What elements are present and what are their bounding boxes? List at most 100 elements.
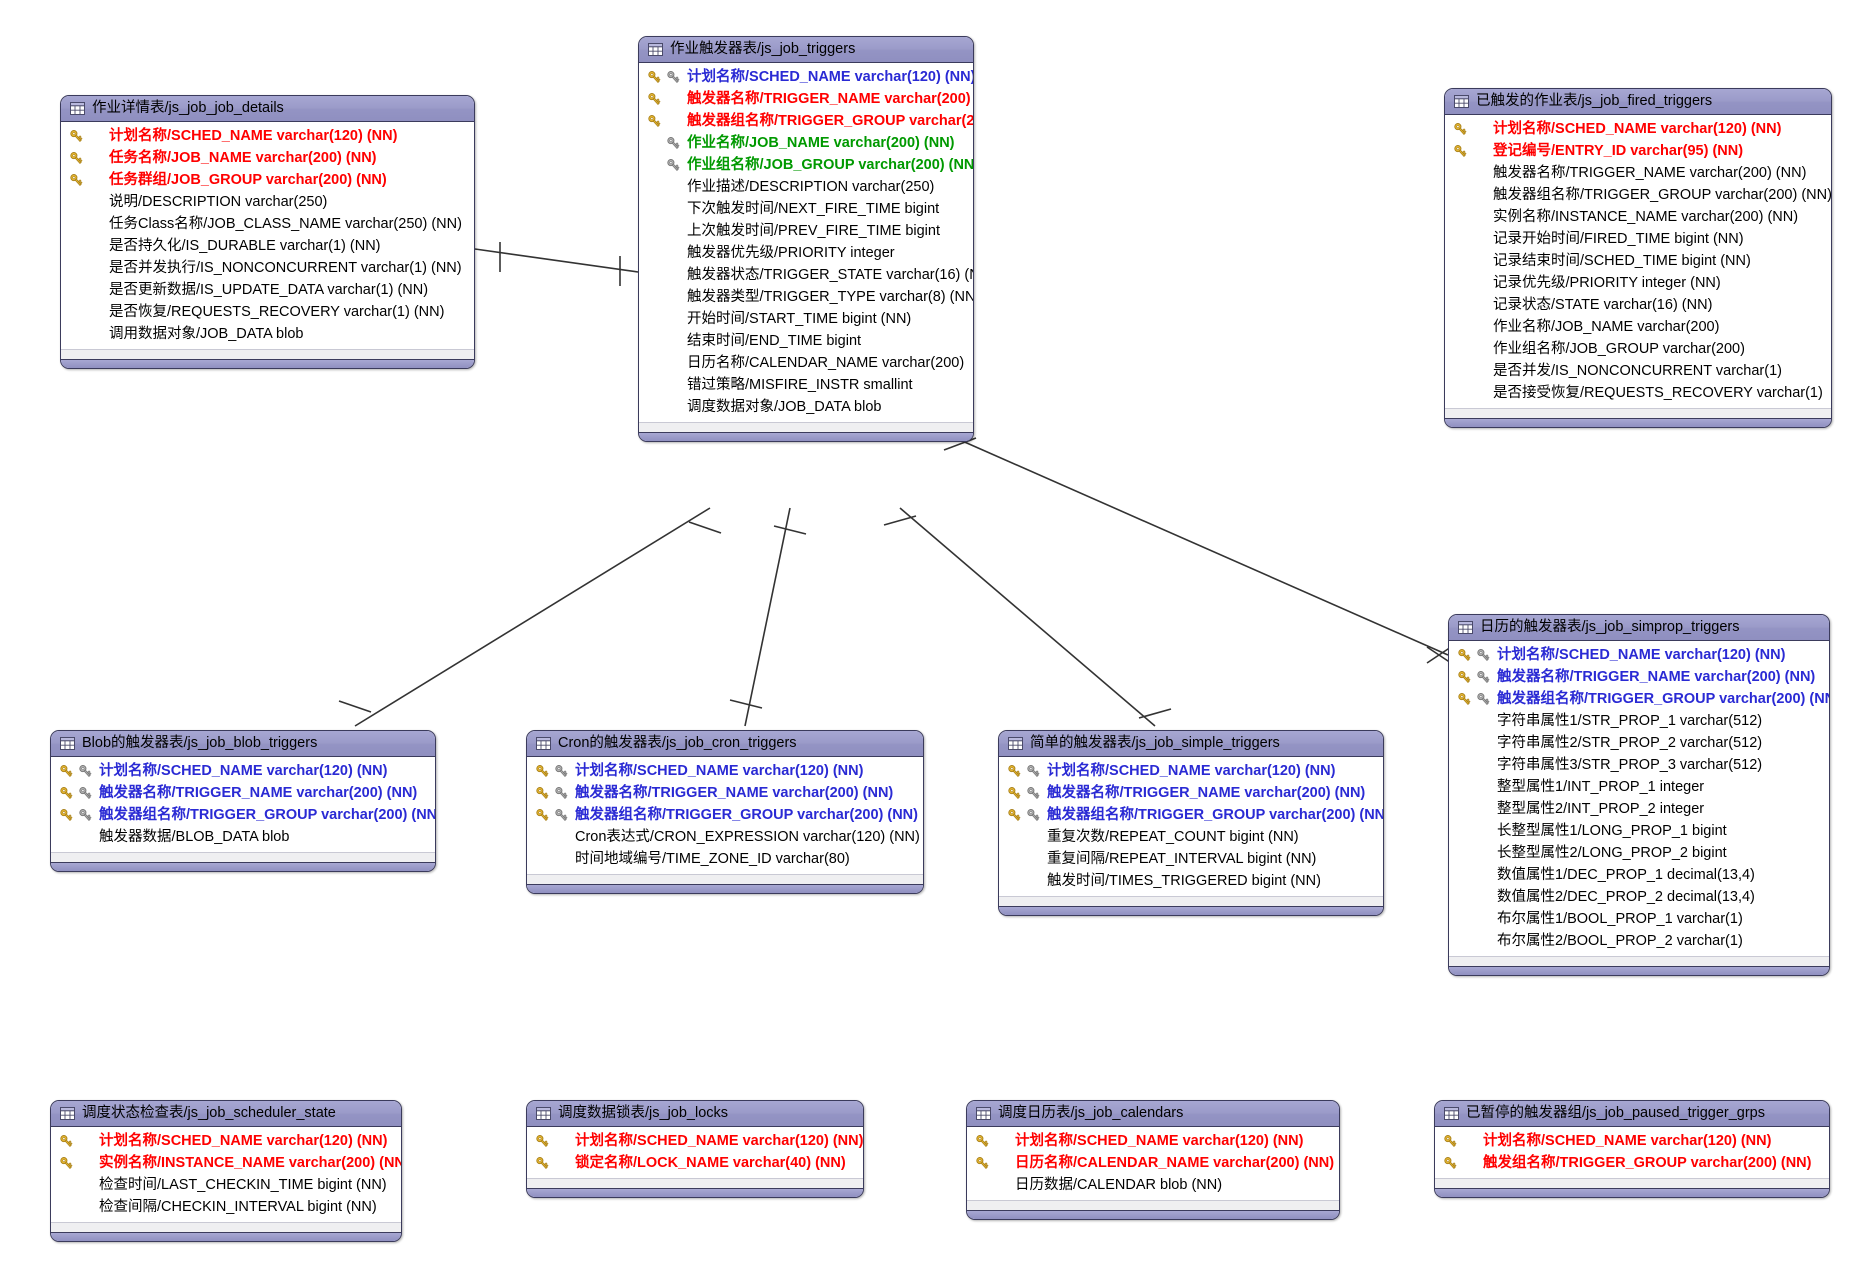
entity-header-paused_trigger_grps[interactable]: 已暂停的触发器组/js_job_paused_trigger_grps	[1435, 1101, 1829, 1127]
attribute-row[interactable]: 锁定名称/LOCK_NAME varchar(40) (NN)	[527, 1152, 863, 1174]
attribute-row[interactable]: 字符串属性1/STR_PROP_1 varchar(512)	[1449, 710, 1829, 732]
entity-triggers[interactable]: 作业触发器表/js_job_triggers 计划名称/SCHED_NAME va…	[638, 36, 974, 442]
attribute-row[interactable]: 记录优先级/PRIORITY integer (NN)	[1445, 272, 1831, 294]
attribute-row[interactable]: 整型属性1/INT_PROP_1 integer	[1449, 776, 1829, 798]
entity-header-blob_triggers[interactable]: Blob的触发器表/js_job_blob_triggers	[51, 731, 435, 757]
attribute-row[interactable]: 上次触发时间/PREV_FIRE_TIME bigint	[639, 220, 973, 242]
attribute-row[interactable]: 触发器组名称/TRIGGER_GROUP varchar(200) (NN)	[527, 804, 923, 826]
entity-resize-bar[interactable]	[527, 1188, 863, 1197]
attribute-row[interactable]: 触发器组名称/TRIGGER_GROUP varchar(200) (NN)	[1449, 688, 1829, 710]
attribute-row[interactable]: 检查时间/LAST_CHECKIN_TIME bigint (NN)	[51, 1174, 401, 1196]
attribute-row[interactable]: 计划名称/SCHED_NAME varchar(120) (NN)	[639, 66, 973, 88]
attribute-row[interactable]: 触发器组名称/TRIGGER_GROUP varchar(200) (NN)	[51, 804, 435, 826]
attribute-row[interactable]: 触发器名称/TRIGGER_NAME varchar(200) (NN)	[527, 782, 923, 804]
entity-header-scheduler_state[interactable]: 调度状态检查表/js_job_scheduler_state	[51, 1101, 401, 1127]
attribute-row[interactable]: Cron表达式/CRON_EXPRESSION varchar(120) (NN…	[527, 826, 923, 848]
attribute-row[interactable]: 触发器名称/TRIGGER_NAME varchar(200) (NN)	[1445, 162, 1831, 184]
entity-resize-bar[interactable]	[967, 1210, 1339, 1219]
attribute-row[interactable]: 计划名称/SCHED_NAME varchar(120) (NN)	[1435, 1130, 1829, 1152]
attribute-row[interactable]: 记录开始时间/FIRED_TIME bigint (NN)	[1445, 228, 1831, 250]
attribute-row[interactable]: 实例名称/INSTANCE_NAME varchar(200) (NN)	[1445, 206, 1831, 228]
attribute-row[interactable]: 布尔属性2/BOOL_PROP_2 varchar(1)	[1449, 930, 1829, 952]
attribute-row[interactable]: 记录状态/STATE varchar(16) (NN)	[1445, 294, 1831, 316]
attribute-row[interactable]: 计划名称/SCHED_NAME varchar(120) (NN)	[51, 760, 435, 782]
attribute-row[interactable]: 作业描述/DESCRIPTION varchar(250)	[639, 176, 973, 198]
attribute-row[interactable]: 触发器状态/TRIGGER_STATE varchar(16) (NN)	[639, 264, 973, 286]
attribute-row[interactable]: 登记编号/ENTRY_ID varchar(95) (NN)	[1445, 140, 1831, 162]
attribute-row[interactable]: 是否并发执行/IS_NONCONCURRENT varchar(1) (NN)	[61, 257, 474, 279]
attribute-row[interactable]: 数值属性2/DEC_PROP_2 decimal(13,4)	[1449, 886, 1829, 908]
attribute-row[interactable]: 重复次数/REPEAT_COUNT bigint (NN)	[999, 826, 1383, 848]
attribute-row[interactable]: 触发器名称/TRIGGER_NAME varchar(200) (NN)	[51, 782, 435, 804]
entity-resize-bar[interactable]	[1435, 1188, 1829, 1197]
entity-header-locks[interactable]: 调度数据锁表/js_job_locks	[527, 1101, 863, 1127]
attribute-row[interactable]: 触发器组名称/TRIGGER_GROUP varchar(200) (NN)	[1445, 184, 1831, 206]
attribute-row[interactable]: 长整型属性1/LONG_PROP_1 bigint	[1449, 820, 1829, 842]
attribute-row[interactable]: 字符串属性3/STR_PROP_3 varchar(512)	[1449, 754, 1829, 776]
attribute-row[interactable]: 计划名称/SCHED_NAME varchar(120) (NN)	[967, 1130, 1339, 1152]
attribute-row[interactable]: 触发器组名称/TRIGGER_GROUP varchar(200) (NN)	[639, 110, 973, 132]
entity-header-simprop_triggers[interactable]: 日历的触发器表/js_job_simprop_triggers	[1449, 615, 1829, 641]
entity-locks[interactable]: 调度数据锁表/js_job_locks 计划名称/SCHED_NAME varch…	[526, 1100, 864, 1198]
attribute-row[interactable]: 错过策略/MISFIRE_INSTR smallint	[639, 374, 973, 396]
entity-header-job_details[interactable]: 作业详情表/js_job_job_details	[61, 96, 474, 122]
entity-header-triggers[interactable]: 作业触发器表/js_job_triggers	[639, 37, 973, 63]
entity-calendars[interactable]: 调度日历表/js_job_calendars 计划名称/SCHED_NAME va…	[966, 1100, 1340, 1220]
entity-scheduler_state[interactable]: 调度状态检查表/js_job_scheduler_state 计划名称/SCHED…	[50, 1100, 402, 1242]
attribute-row[interactable]: 结束时间/END_TIME bigint	[639, 330, 973, 352]
attribute-row[interactable]: 触发器数据/BLOB_DATA blob	[51, 826, 435, 848]
entity-resize-bar[interactable]	[1449, 966, 1829, 975]
entity-header-cron_triggers[interactable]: Cron的触发器表/js_job_cron_triggers	[527, 731, 923, 757]
entity-resize-bar[interactable]	[999, 906, 1383, 915]
attribute-row[interactable]: 触发器名称/TRIGGER_NAME varchar(200) (NN)	[639, 88, 973, 110]
attribute-row[interactable]: 布尔属性1/BOOL_PROP_1 varchar(1)	[1449, 908, 1829, 930]
attribute-row[interactable]: 调用数据对象/JOB_DATA blob	[61, 323, 474, 345]
attribute-row[interactable]: 记录结束时间/SCHED_TIME bigint (NN)	[1445, 250, 1831, 272]
attribute-row[interactable]: 说明/DESCRIPTION varchar(250)	[61, 191, 474, 213]
attribute-row[interactable]: 任务群组/JOB_GROUP varchar(200) (NN)	[61, 169, 474, 191]
attribute-row[interactable]: 作业组名称/JOB_GROUP varchar(200)	[1445, 338, 1831, 360]
attribute-row[interactable]: 时间地域编号/TIME_ZONE_ID varchar(80)	[527, 848, 923, 870]
attribute-row[interactable]: 作业名称/JOB_NAME varchar(200) (NN)	[639, 132, 973, 154]
attribute-row[interactable]: 任务Class名称/JOB_CLASS_NAME varchar(250) (N…	[61, 213, 474, 235]
entity-header-fired_triggers[interactable]: 已触发的作业表/js_job_fired_triggers	[1445, 89, 1831, 115]
attribute-row[interactable]: 触发器类型/TRIGGER_TYPE varchar(8) (NN)	[639, 286, 973, 308]
entity-resize-bar[interactable]	[1445, 418, 1831, 427]
entity-header-calendars[interactable]: 调度日历表/js_job_calendars	[967, 1101, 1339, 1127]
entity-resize-bar[interactable]	[527, 884, 923, 893]
attribute-row[interactable]: 调度数据对象/JOB_DATA blob	[639, 396, 973, 418]
attribute-row[interactable]: 触发组名称/TRIGGER_GROUP varchar(200) (NN)	[1435, 1152, 1829, 1174]
attribute-row[interactable]: 检查间隔/CHECKIN_INTERVAL bigint (NN)	[51, 1196, 401, 1218]
attribute-row[interactable]: 是否恢复/REQUESTS_RECOVERY varchar(1) (NN)	[61, 301, 474, 323]
attribute-row[interactable]: 是否并发/IS_NONCONCURRENT varchar(1)	[1445, 360, 1831, 382]
entity-blob_triggers[interactable]: Blob的触发器表/js_job_blob_triggers 计划名称/SCHED…	[50, 730, 436, 872]
entity-job_details[interactable]: 作业详情表/js_job_job_details 计划名称/SCHED_NAME …	[60, 95, 475, 369]
attribute-row[interactable]: 开始时间/START_TIME bigint (NN)	[639, 308, 973, 330]
attribute-row[interactable]: 长整型属性2/LONG_PROP_2 bigint	[1449, 842, 1829, 864]
entity-simprop_triggers[interactable]: 日历的触发器表/js_job_simprop_triggers 计划名称/SCHE…	[1448, 614, 1830, 976]
attribute-row[interactable]: 计划名称/SCHED_NAME varchar(120) (NN)	[1449, 644, 1829, 666]
entity-resize-bar[interactable]	[639, 432, 973, 441]
attribute-row[interactable]: 计划名称/SCHED_NAME varchar(120) (NN)	[51, 1130, 401, 1152]
attribute-row[interactable]: 计划名称/SCHED_NAME varchar(120) (NN)	[527, 760, 923, 782]
entity-paused_trigger_grps[interactable]: 已暂停的触发器组/js_job_paused_trigger_grps 计划名称/…	[1434, 1100, 1830, 1198]
attribute-row[interactable]: 计划名称/SCHED_NAME varchar(120) (NN)	[999, 760, 1383, 782]
attribute-row[interactable]: 触发器名称/TRIGGER_NAME varchar(200) (NN)	[999, 782, 1383, 804]
entity-fired_triggers[interactable]: 已触发的作业表/js_job_fired_triggers 计划名称/SCHED_…	[1444, 88, 1832, 428]
entity-resize-bar[interactable]	[61, 359, 474, 368]
attribute-row[interactable]: 计划名称/SCHED_NAME varchar(120) (NN)	[527, 1130, 863, 1152]
entity-header-simple_triggers[interactable]: 简单的触发器表/js_job_simple_triggers	[999, 731, 1383, 757]
attribute-row[interactable]: 是否持久化/IS_DURABLE varchar(1) (NN)	[61, 235, 474, 257]
entity-resize-bar[interactable]	[51, 1232, 401, 1241]
attribute-row[interactable]: 触发器组名称/TRIGGER_GROUP varchar(200) (NN)	[999, 804, 1383, 826]
attribute-row[interactable]: 作业名称/JOB_NAME varchar(200)	[1445, 316, 1831, 338]
attribute-row[interactable]: 是否更新数据/IS_UPDATE_DATA varchar(1) (NN)	[61, 279, 474, 301]
attribute-row[interactable]: 计划名称/SCHED_NAME varchar(120) (NN)	[1445, 118, 1831, 140]
attribute-row[interactable]: 是否接受恢复/REQUESTS_RECOVERY varchar(1)	[1445, 382, 1831, 404]
attribute-row[interactable]: 任务名称/JOB_NAME varchar(200) (NN)	[61, 147, 474, 169]
entity-cron_triggers[interactable]: Cron的触发器表/js_job_cron_triggers 计划名称/SCHED…	[526, 730, 924, 894]
attribute-row[interactable]: 整型属性2/INT_PROP_2 integer	[1449, 798, 1829, 820]
attribute-row[interactable]: 下次触发时间/NEXT_FIRE_TIME bigint	[639, 198, 973, 220]
entity-resize-bar[interactable]	[51, 862, 435, 871]
attribute-row[interactable]: 计划名称/SCHED_NAME varchar(120) (NN)	[61, 125, 474, 147]
